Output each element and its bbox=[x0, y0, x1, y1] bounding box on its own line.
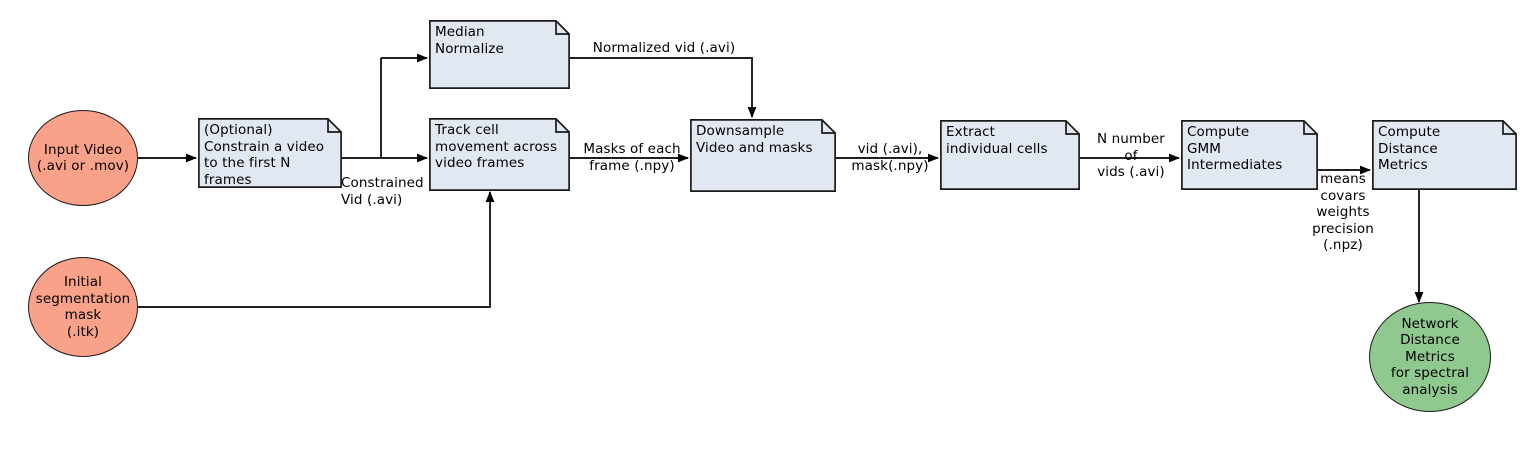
edge-mask-to-track bbox=[138, 191, 495, 308]
node-initial-mask-label: Initial segmentation mask (.itk) bbox=[35, 274, 131, 340]
node-extract-cells-shape bbox=[940, 120, 1080, 190]
node-extract-cells[interactable]: Extract individual cells bbox=[940, 120, 1080, 190]
edge-label-constrained-vid: Constrained Vid (.avi) bbox=[341, 175, 424, 208]
node-constrain-video-shape bbox=[198, 118, 342, 188]
edge-label-vid-mask: vid (.avi), mask(.npy) bbox=[851, 141, 929, 174]
node-median-normalize[interactable]: Median Normalize bbox=[429, 20, 570, 89]
node-network-distance-metrics[interactable]: Network Distance Metrics for spectral an… bbox=[1369, 302, 1491, 412]
node-downsample-shape bbox=[690, 119, 836, 192]
node-input-video-label: Input Video (.avi or .mov) bbox=[36, 141, 130, 175]
edge-label-gmm-params: means covars weights precision (.npz) bbox=[1312, 171, 1374, 253]
node-compute-gmm[interactable]: Compute GMM Intermediates bbox=[1181, 120, 1318, 190]
node-downsample[interactable]: Downsample Video and masks bbox=[690, 119, 836, 192]
node-compute-distance-metrics-shape bbox=[1372, 120, 1517, 190]
node-constrain-video-label: (Optional) Constrain a video to the firs… bbox=[204, 122, 325, 188]
node-compute-gmm-shape bbox=[1181, 120, 1318, 190]
node-track-cell-movement-shape bbox=[429, 118, 570, 191]
node-constrain-video[interactable]: (Optional) Constrain a video to the firs… bbox=[198, 118, 342, 188]
edge-label-masks-each-frame: Masks of each frame (.npy) bbox=[583, 141, 681, 174]
edge-label-n-number-vids: N number of vids (.avi) bbox=[1097, 131, 1165, 180]
node-track-cell-movement[interactable]: Track cell movement across video frames bbox=[429, 118, 570, 191]
node-network-distance-metrics-label: Network Distance Metrics for spectral an… bbox=[1390, 315, 1470, 398]
node-input-video[interactable]: Input Video (.avi or .mov) bbox=[28, 110, 138, 206]
node-extract-cells-label: Extract individual cells bbox=[946, 124, 1048, 157]
node-track-cell-movement-label: Track cell movement across video frames bbox=[435, 122, 558, 171]
node-median-normalize-shape bbox=[429, 20, 570, 89]
node-initial-mask[interactable]: Initial segmentation mask (.itk) bbox=[28, 257, 138, 357]
edge-label-normalized-vid: Normalized vid (.avi) bbox=[592, 40, 736, 56]
node-compute-distance-metrics[interactable]: Compute Distance Metrics bbox=[1372, 120, 1517, 190]
node-compute-distance-metrics-label: Compute Distance Metrics bbox=[1378, 124, 1441, 173]
edge-median-to-downsample bbox=[570, 57, 757, 118]
node-compute-gmm-label: Compute GMM Intermediates bbox=[1187, 124, 1283, 173]
node-downsample-label: Downsample Video and masks bbox=[696, 123, 813, 156]
node-median-normalize-label: Median Normalize bbox=[435, 24, 504, 57]
